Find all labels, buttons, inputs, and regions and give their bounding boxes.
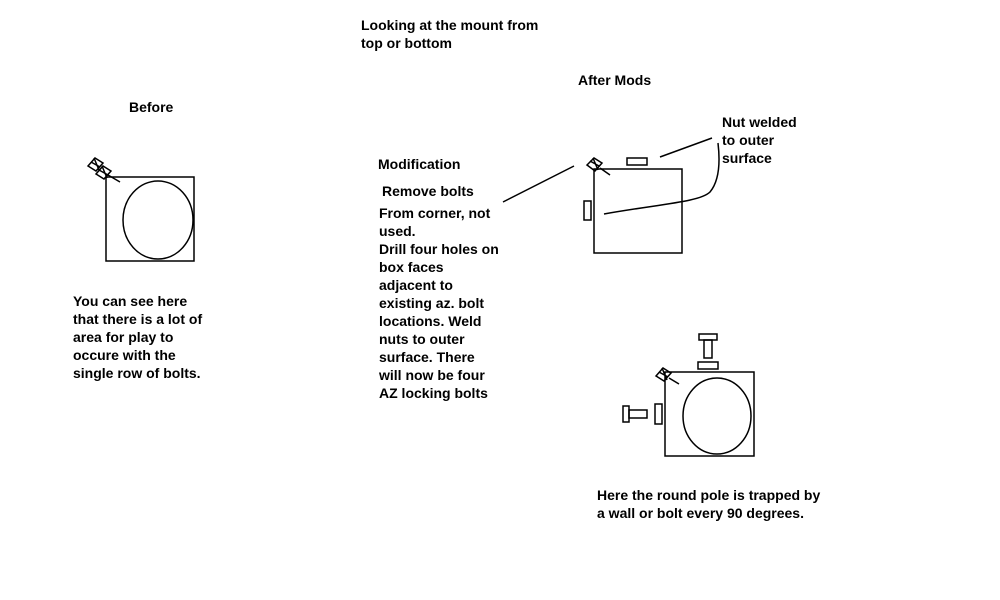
- result-box: [664, 371, 755, 457]
- top-locking-bolt: [698, 333, 718, 359]
- before-line: You can see here: [73, 293, 188, 309]
- after-corner-bolt: [585, 157, 611, 176]
- top-nut: [626, 157, 648, 166]
- before-pole: [122, 180, 194, 260]
- nut-note-leader-side: [603, 142, 720, 215]
- result-pole: [682, 377, 752, 455]
- result-line: Here the round pole is trapped by: [597, 487, 821, 503]
- view-note-line: top or bottom: [361, 35, 452, 51]
- before-corner-bolts: [86, 157, 121, 183]
- side-locking-bolt: [622, 405, 648, 423]
- nut-note-line: surface: [722, 150, 772, 166]
- before-box: [105, 176, 195, 262]
- modification-description: From corner, not used. Drill four holes …: [379, 204, 499, 402]
- mod-line: existing az. bolt: [379, 295, 485, 311]
- remove-bolts-label: Remove bolts: [382, 183, 474, 199]
- result-side-nut: [654, 403, 663, 425]
- view-note-line: Looking at the mount from: [361, 17, 539, 33]
- mod-line: will now be four: [379, 367, 485, 383]
- side-nut: [583, 200, 592, 221]
- mod-line: From corner, not: [379, 205, 491, 221]
- before-title: Before: [129, 99, 174, 115]
- before-line: that there is a lot of: [73, 311, 203, 327]
- result-top-nut: [697, 361, 719, 370]
- mod-line: AZ locking bolts: [379, 385, 488, 401]
- result-description: Here the round pole is trapped by a wall…: [597, 486, 820, 522]
- before-mount: [86, 157, 195, 262]
- mod-line: Drill four holes on: [379, 241, 499, 257]
- mod-line: adjacent to: [379, 277, 453, 293]
- mod-line: box faces: [379, 259, 444, 275]
- result-mount: [622, 333, 755, 457]
- before-line: single row of bolts.: [73, 365, 201, 381]
- after-box: [593, 168, 683, 254]
- nut-note: Nut welded to outer surface: [722, 113, 797, 167]
- mod-line: locations. Weld: [379, 313, 482, 329]
- remove-bolts-leader: [502, 165, 575, 203]
- before-line: area for play to: [73, 329, 174, 345]
- mod-line: nuts to outer: [379, 331, 465, 347]
- nut-note-leader-top: [659, 137, 713, 158]
- modification-title: Modification: [378, 156, 461, 172]
- nut-note-line: Nut welded: [722, 114, 797, 130]
- mod-line: surface. There: [379, 349, 475, 365]
- nut-note-line: to outer: [722, 132, 775, 148]
- before-line: occure with the: [73, 347, 176, 363]
- after-title: After Mods: [578, 72, 652, 88]
- before-description: You can see here that there is a lot of …: [73, 292, 202, 382]
- after-mount: [502, 137, 720, 254]
- result-corner-bolt: [654, 367, 680, 385]
- view-note: Looking at the mount from top or bottom: [361, 16, 538, 52]
- result-line: a wall or bolt every 90 degrees.: [597, 505, 804, 521]
- mod-line: used.: [379, 223, 416, 239]
